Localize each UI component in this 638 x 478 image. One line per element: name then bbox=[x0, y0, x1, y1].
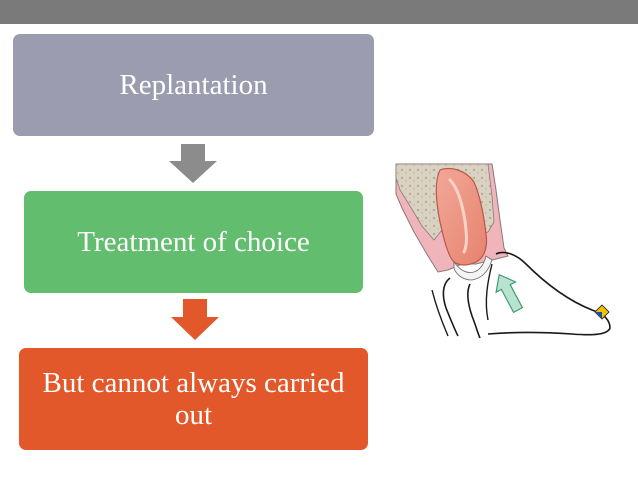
flow-box-treatment-of-choice: Treatment of choice bbox=[24, 191, 363, 293]
down-arrow-icon bbox=[169, 144, 217, 183]
flow-box-label: But cannot always carried out bbox=[42, 366, 345, 431]
flow-box-replantation: Replantation bbox=[13, 34, 374, 136]
down-arrow-icon bbox=[171, 299, 219, 340]
flow-box-label: Treatment of choice bbox=[77, 225, 310, 258]
tooth-replantation-illustration bbox=[395, 163, 611, 339]
top-bar bbox=[0, 0, 638, 24]
flow-box-cannot-always-carried-out: But cannot always carried out bbox=[19, 348, 368, 450]
flow-box-label: Replantation bbox=[119, 68, 268, 101]
